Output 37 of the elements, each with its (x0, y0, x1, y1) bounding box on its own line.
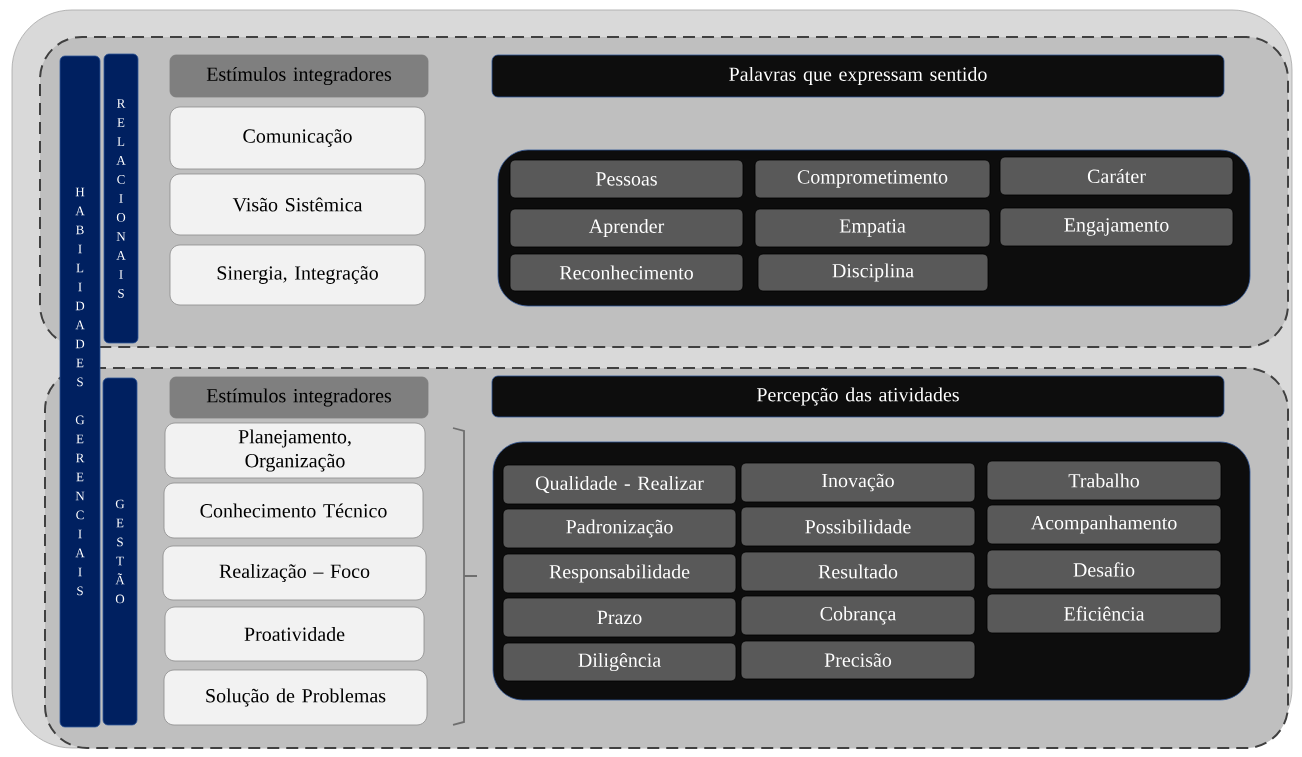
skill-box: Proatividade (164, 606, 425, 662)
skill-box: Realização – Foco (162, 545, 427, 601)
vertical-label-bar: HABILIDADES GERENCIAIS (59, 55, 101, 728)
word-box: Trabalho (986, 460, 1222, 501)
vertical-label-bar: GESTÃO (102, 377, 138, 726)
word-box: Acompanhamento (986, 504, 1222, 545)
word-box: Caráter (999, 156, 1234, 196)
word-box: Padronização (502, 508, 737, 549)
word-box: Aprender (509, 208, 744, 248)
word-box: Desafio (986, 549, 1222, 590)
header-box: Estímulos integradores (169, 376, 429, 419)
word-box: Responsabilidade (502, 553, 737, 594)
word-box: Diligência (502, 642, 737, 682)
skill-box: Solução de Problemas (163, 669, 428, 726)
skill-box: Comunicação (169, 106, 426, 170)
vertical-label-bar: RELACIONAIS (103, 53, 139, 344)
skill-box: Conhecimento Técnico (163, 482, 424, 539)
word-box: Empatia (754, 208, 991, 248)
word-box: Disciplina (757, 253, 989, 292)
word-box: Possibilidade (740, 506, 976, 547)
word-box: Qualidade - Realizar (502, 464, 737, 505)
word-box: Pessoas (509, 159, 744, 199)
word-box: Cobrança (740, 595, 976, 636)
skill-box: Visão Sistêmica (169, 173, 426, 236)
skill-box: Planejamento, Organização (164, 422, 426, 479)
word-box: Eficiência (986, 593, 1222, 634)
word-box: Comprometimento (754, 159, 991, 199)
title-bar: Palavras que expressam sentido (491, 54, 1225, 98)
skill-box: Sinergia, Integração (169, 244, 426, 306)
word-box: Prazo (502, 597, 737, 638)
word-box: Engajamento (999, 207, 1234, 247)
word-box: Inovação (740, 462, 976, 503)
title-bar: Percepção das atividades (491, 375, 1225, 418)
word-box: Resultado (740, 551, 976, 592)
word-box: Precisão (740, 640, 976, 680)
word-box: Reconhecimento (509, 253, 744, 292)
header-box: Estímulos integradores (169, 54, 429, 98)
